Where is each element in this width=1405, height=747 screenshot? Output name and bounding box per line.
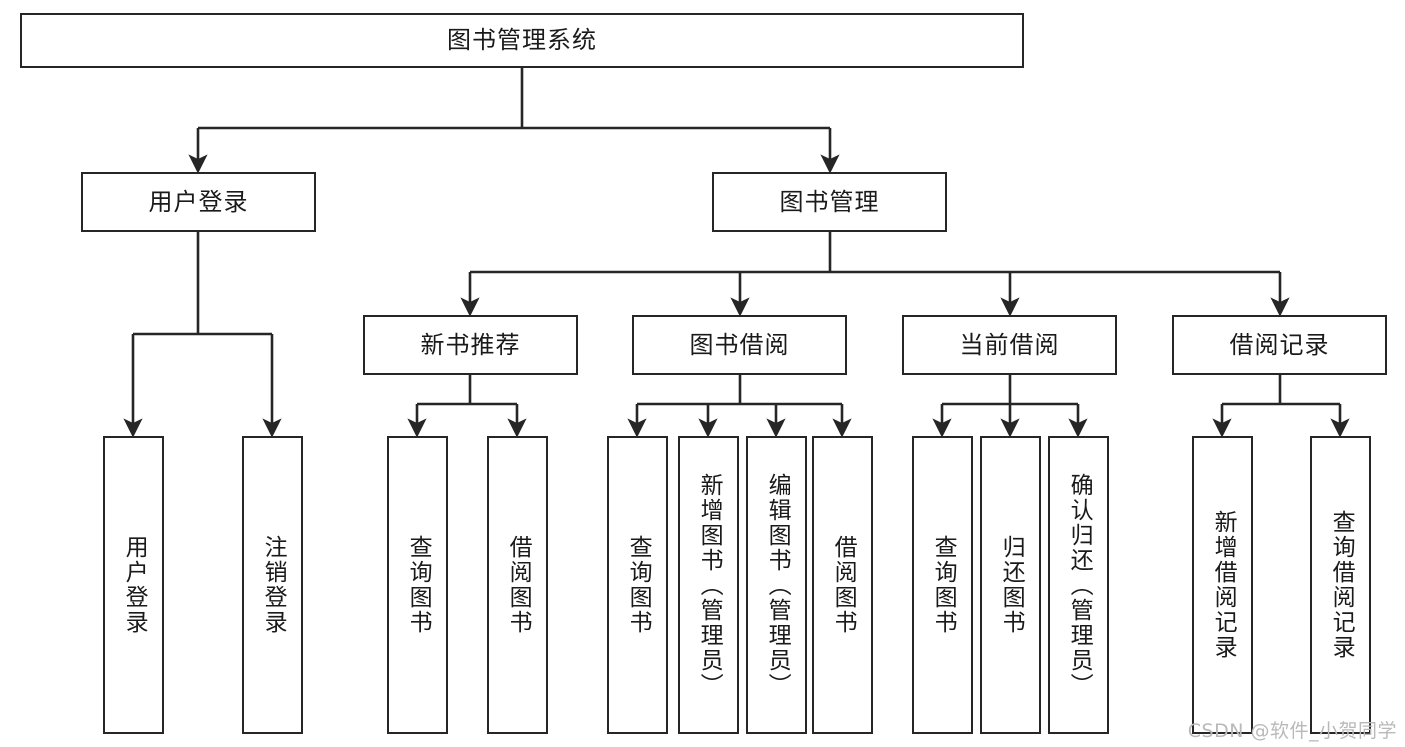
- node-label: 用户登录: [121, 535, 148, 635]
- node-root-library-system[interactable]: 图书管理系统: [20, 13, 1024, 68]
- node-leaf-confirm-return-admin[interactable]: 确认归还（管理员）: [1048, 436, 1109, 734]
- node-label: 用户登录: [148, 187, 249, 216]
- node-leaf-add-borrow-record[interactable]: 新增借阅记录: [1192, 436, 1253, 734]
- node-label: 当前借阅: [959, 330, 1060, 359]
- node-label: 图书管理系统: [447, 26, 597, 55]
- node-label: 借阅图书: [505, 535, 532, 635]
- node-label: 查询图书: [625, 535, 652, 635]
- node-label: 借阅记录: [1229, 330, 1330, 359]
- node-leaf-user-login[interactable]: 用户登录: [103, 436, 164, 734]
- node-label: 图书管理: [779, 187, 880, 216]
- node-leaf-user-logout[interactable]: 注销登录: [242, 436, 303, 734]
- node-label: 图书借阅: [689, 330, 790, 359]
- node-label: 借阅图书: [830, 535, 857, 635]
- node-leaf-edit-book-admin[interactable]: 编辑图书（管理员）: [746, 436, 807, 734]
- watermark-text: CSDN @软件_小贺同学: [1187, 720, 1397, 742]
- node-leaf-add-book-admin[interactable]: 新增图书（管理员）: [678, 436, 739, 734]
- node-label: 编辑图书（管理员）: [764, 472, 791, 698]
- node-label: 确认归还（管理员）: [1066, 472, 1093, 698]
- node-leaf-borrow-book[interactable]: 借阅图书: [812, 436, 873, 734]
- node-label: 查询图书: [405, 535, 432, 635]
- node-label: 新书推荐: [420, 330, 521, 359]
- node-borrow-record[interactable]: 借阅记录: [1172, 315, 1387, 375]
- node-book-management[interactable]: 图书管理: [712, 172, 947, 232]
- node-label: 新增图书（管理员）: [696, 472, 723, 698]
- node-leaf-query-book-recommend[interactable]: 查询图书: [387, 436, 448, 734]
- node-label: 查询借阅记录: [1328, 510, 1355, 660]
- node-current-borrow[interactable]: 当前借阅: [902, 315, 1117, 375]
- node-leaf-query-book-borrow[interactable]: 查询图书: [607, 436, 668, 734]
- node-user-login[interactable]: 用户登录: [81, 172, 316, 232]
- node-leaf-borrow-book-recommend[interactable]: 借阅图书: [487, 436, 548, 734]
- node-label: 新增借阅记录: [1210, 510, 1237, 660]
- node-leaf-query-borrow-record[interactable]: 查询借阅记录: [1310, 436, 1371, 734]
- node-label: 注销登录: [260, 535, 287, 635]
- node-book-borrow[interactable]: 图书借阅: [632, 315, 847, 375]
- node-new-book-recommend[interactable]: 新书推荐: [363, 315, 578, 375]
- node-leaf-return-book[interactable]: 归还图书: [980, 436, 1041, 734]
- node-label: 归还图书: [998, 535, 1025, 635]
- node-leaf-query-book-current[interactable]: 查询图书: [912, 436, 973, 734]
- node-label: 查询图书: [930, 535, 957, 635]
